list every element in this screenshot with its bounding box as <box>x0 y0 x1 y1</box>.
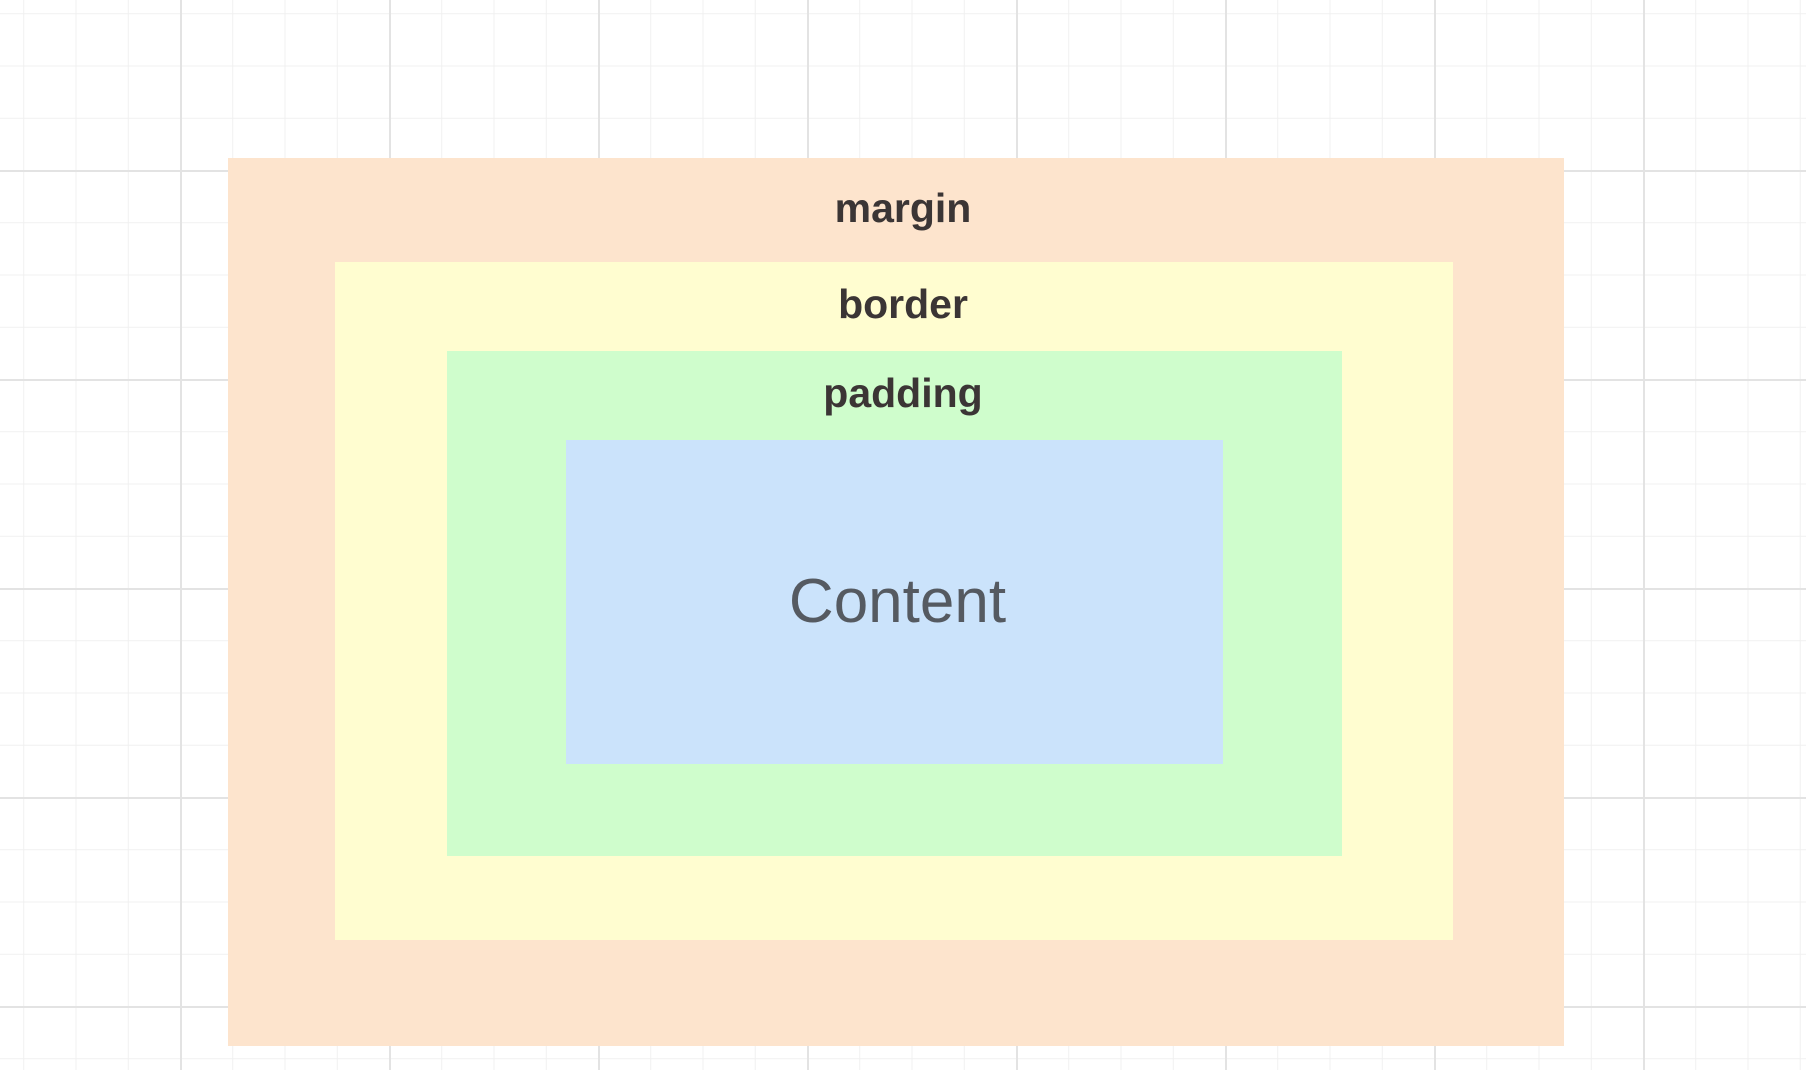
content-label: Content <box>788 567 1007 636</box>
border-label: border <box>838 281 968 327</box>
padding-label: padding <box>823 370 983 416</box>
margin-label: margin <box>834 185 972 231</box>
content-box: Content <box>566 440 1223 764</box>
